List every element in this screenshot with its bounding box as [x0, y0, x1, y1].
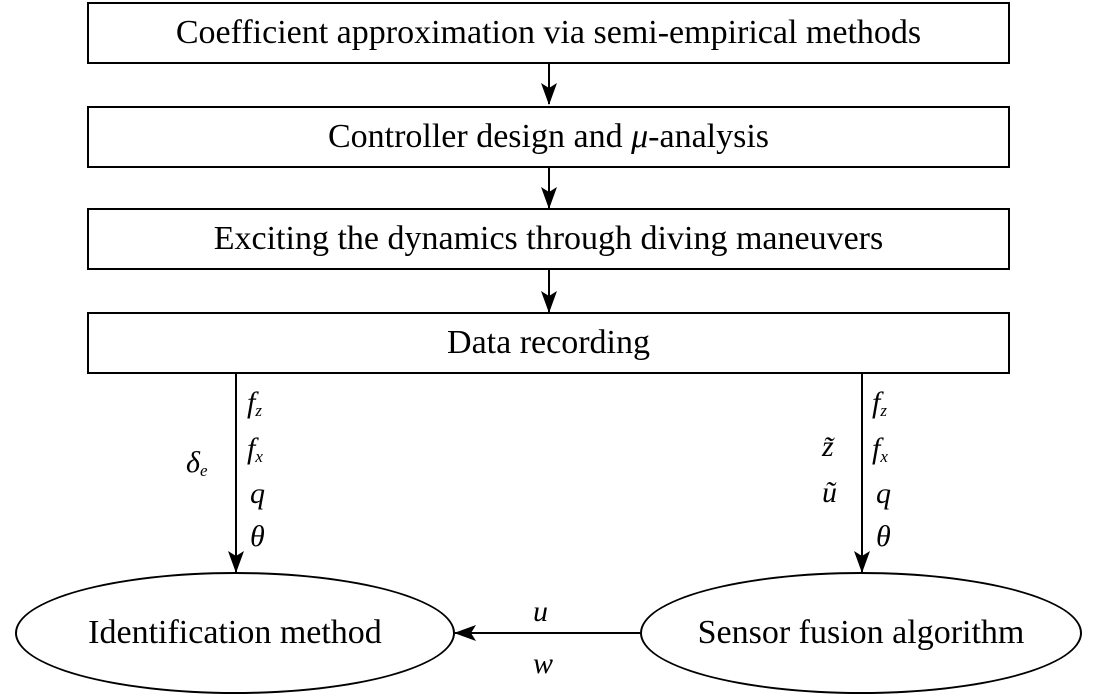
left-signal-delta-e: δe — [186, 446, 208, 480]
step-data-recording-label: Data recording — [447, 324, 650, 361]
left-signal-fx: fx — [247, 432, 263, 466]
mu-symbol: μ — [631, 118, 649, 155]
step-data-recording: Data recording — [87, 312, 1010, 374]
right-signal-z-tilde: z̃ — [822, 430, 834, 463]
step-controller-design: Controller design and μ-analysis — [87, 106, 1010, 168]
left-signal-theta: θ — [250, 520, 265, 553]
step-exciting-dynamics-label: Exciting the dynamics through diving man… — [213, 220, 884, 257]
node-identification-method: Identification method — [15, 572, 455, 694]
controller-text-post: -analysis — [648, 118, 770, 155]
step-exciting-dynamics: Exciting the dynamics through diving man… — [87, 208, 1010, 270]
left-signal-q: q — [250, 477, 265, 510]
node-sensor-fusion-algorithm: Sensor fusion algorithm — [640, 572, 1082, 694]
fusion-output-u: u — [533, 595, 548, 628]
step-coefficient-approximation-label: Coefficient approximation via semi-empir… — [175, 14, 922, 51]
left-signal-fz: fz — [247, 386, 262, 420]
node-sensor-fusion-algorithm-label: Sensor fusion algorithm — [697, 614, 1025, 651]
step-controller-design-label: Controller design and μ-analysis — [328, 118, 769, 156]
right-signal-fx: fx — [872, 432, 888, 466]
right-signal-u-tilde: ũ — [822, 476, 837, 509]
right-signal-q: q — [876, 477, 891, 510]
controller-text-pre: Controller design and — [327, 118, 632, 155]
node-identification-method-label: Identification method — [88, 614, 382, 651]
step-coefficient-approximation: Coefficient approximation via semi-empir… — [87, 2, 1010, 64]
right-signal-fz: fz — [872, 386, 887, 420]
right-signal-theta: θ — [876, 520, 891, 553]
fusion-output-w: w — [533, 647, 554, 680]
